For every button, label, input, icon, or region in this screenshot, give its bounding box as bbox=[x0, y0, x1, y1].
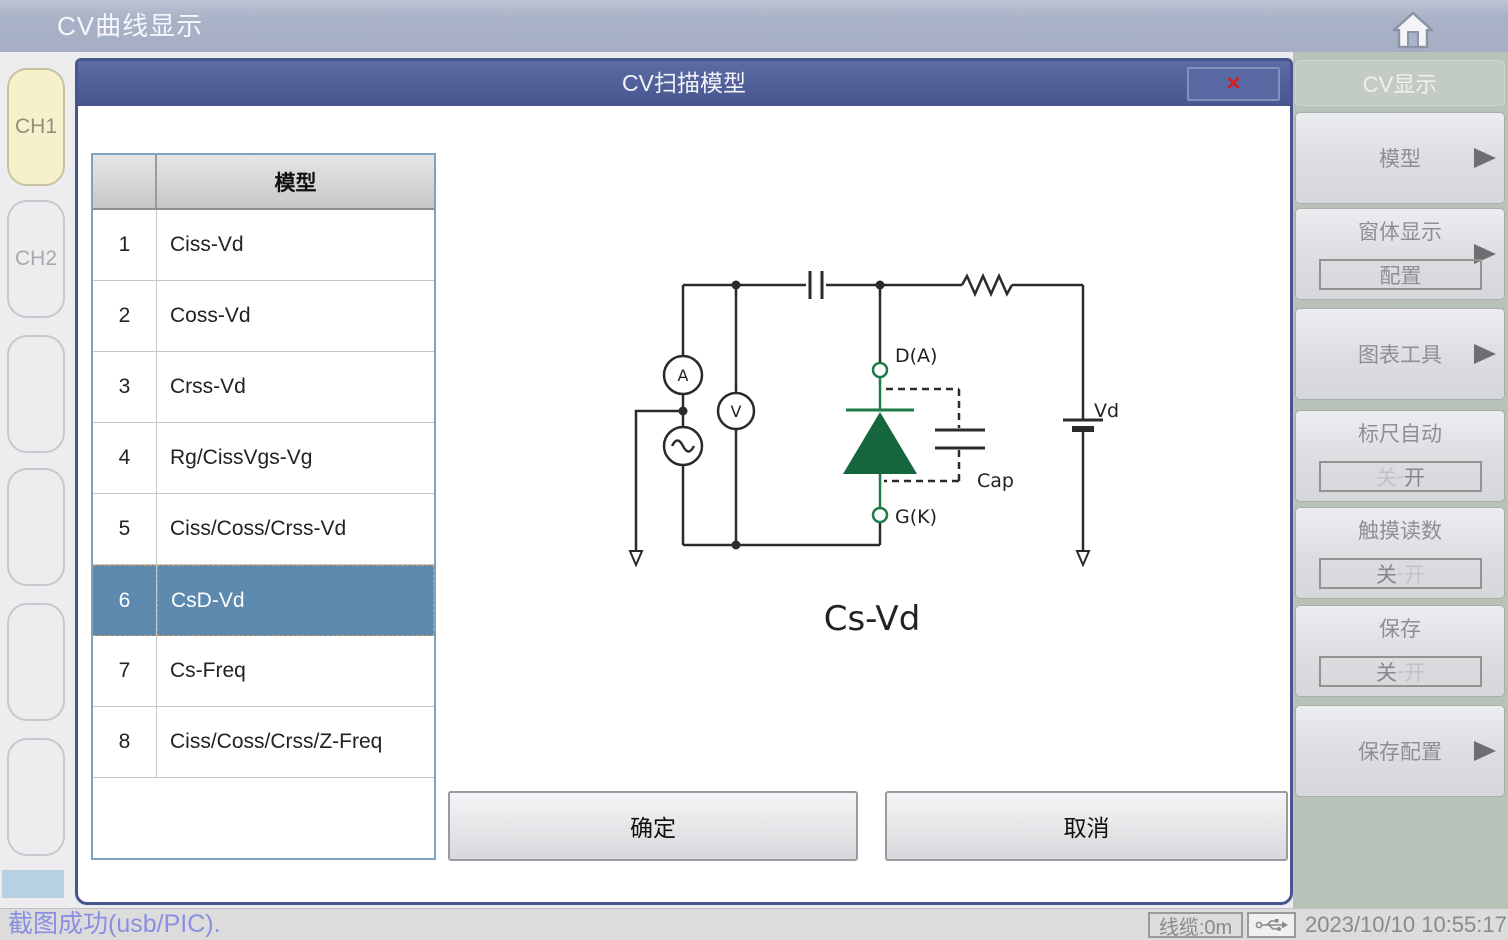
softkey-save-label: 保存 bbox=[1379, 618, 1421, 641]
status-message: 截图成功(usb/PIC). bbox=[8, 910, 221, 938]
submenu-arrow-icon bbox=[1474, 344, 1496, 364]
softkey-touch-readout-label: 触摸读数 bbox=[1358, 520, 1442, 543]
usb-icon bbox=[1255, 919, 1288, 931]
toggle-off-label: 关 bbox=[1376, 466, 1397, 490]
sidebar-bottom-bar bbox=[2, 870, 64, 898]
table-row-selected[interactable]: 6 CsD-Vd bbox=[93, 565, 434, 636]
resistor-symbol bbox=[960, 272, 1014, 298]
softkey-header: CV显示 bbox=[1295, 60, 1505, 106]
ground-arrow-icon bbox=[1075, 550, 1091, 568]
table-header-index bbox=[93, 155, 157, 208]
softkey-window-display[interactable]: 窗体显示 配置 bbox=[1295, 208, 1505, 300]
tab-empty-1[interactable] bbox=[7, 335, 65, 453]
submenu-arrow-icon bbox=[1474, 741, 1496, 761]
table-row[interactable]: 7 Cs-Freq bbox=[93, 636, 434, 707]
diode-symbol bbox=[843, 361, 917, 524]
page-title: CV曲线显示 bbox=[57, 11, 204, 41]
dialog-title: CV扫描模型 bbox=[622, 70, 746, 96]
home-icon[interactable] bbox=[1390, 10, 1436, 50]
close-icon: × bbox=[1226, 70, 1241, 97]
softkey-save-config[interactable]: 保存配置 bbox=[1295, 705, 1505, 797]
tab-ch1-label: CH1 bbox=[14, 115, 57, 138]
softkey-save-toggle[interactable]: 关-开 bbox=[1319, 656, 1482, 687]
tab-empty-2[interactable] bbox=[7, 468, 65, 586]
cap-label: Cap bbox=[977, 470, 1014, 492]
table-row[interactable]: 1 Ciss-Vd bbox=[93, 210, 434, 281]
softkey-save[interactable]: 保存 关-开 bbox=[1295, 605, 1505, 697]
softkey-chart-tools-label: 图表工具 bbox=[1358, 344, 1442, 367]
tab-empty-3[interactable] bbox=[7, 603, 65, 721]
table-row[interactable]: 2 Coss-Vd bbox=[93, 281, 434, 352]
dialog-titlebar: CV扫描模型 × bbox=[78, 61, 1290, 106]
status-bar: 截图成功(usb/PIC). 线缆:0m 2023/10/10 10:55:17 bbox=[0, 908, 1508, 940]
cable-length-indicator: 线缆:0m bbox=[1148, 912, 1243, 939]
softkey-model-label: 模型 bbox=[1379, 148, 1421, 171]
ok-button[interactable]: 确定 bbox=[448, 791, 858, 861]
softkey-save-config-label: 保存配置 bbox=[1358, 741, 1442, 764]
softkey-scale-auto-label: 标尺自动 bbox=[1358, 423, 1442, 446]
table-row[interactable]: 3 Crss-Vd bbox=[93, 352, 434, 423]
circuit-diagram: A V D(A) G(K) Cap Vd Cs-Vd bbox=[628, 271, 1119, 639]
model-caption: Cs-Vd bbox=[824, 599, 921, 639]
toggle-on-label: 开 bbox=[1404, 661, 1425, 685]
table-row[interactable]: 4 Rg/CissVgs-Vg bbox=[93, 423, 434, 494]
terminal-g-icon bbox=[871, 506, 889, 524]
tab-ch1[interactable]: CH1 bbox=[7, 68, 65, 186]
cancel-button[interactable]: 取消 bbox=[885, 791, 1288, 861]
softkey-chart-tools[interactable]: 图表工具 bbox=[1295, 308, 1505, 400]
softkey-window-display-config[interactable]: 配置 bbox=[1319, 259, 1482, 290]
ammeter-label: A bbox=[678, 366, 689, 385]
toggle-off-label: 关 bbox=[1376, 563, 1397, 587]
softkey-model[interactable]: 模型 bbox=[1295, 112, 1505, 204]
softkey-sidebar: CV显示 模型 窗体显示 配置 图表工具 标尺自动 关-开 触摸读数 关-开 bbox=[1293, 52, 1508, 908]
terminal-d-label: D(A) bbox=[895, 345, 937, 367]
softkey-touch-readout-toggle[interactable]: 关-开 bbox=[1319, 558, 1482, 589]
dialog-close-button[interactable]: × bbox=[1187, 67, 1280, 101]
usb-indicator bbox=[1247, 912, 1296, 938]
table-row[interactable]: 5 Ciss/Coss/Crss-Vd bbox=[93, 494, 434, 565]
tab-empty-4[interactable] bbox=[7, 738, 65, 856]
table-row[interactable]: 8 Ciss/Coss/Crss/Z-Freq bbox=[93, 707, 434, 778]
tab-ch2[interactable]: CH2 bbox=[7, 200, 65, 318]
submenu-arrow-icon bbox=[1474, 148, 1496, 168]
model-table: 模型 1 Ciss-Vd 2 Coss-Vd 3 Crss-Vd 4 Rg/Ci… bbox=[91, 153, 436, 860]
softkey-window-display-label: 窗体显示 bbox=[1358, 221, 1442, 244]
table-header-row: 模型 bbox=[93, 155, 434, 210]
softkey-scale-auto[interactable]: 标尺自动 关-开 bbox=[1295, 410, 1505, 502]
toggle-off-label: 关 bbox=[1376, 661, 1397, 685]
table-header-model: 模型 bbox=[157, 155, 434, 208]
toggle-on-label: 开 bbox=[1404, 563, 1425, 587]
voltmeter-label: V bbox=[731, 402, 742, 421]
tab-ch2-label: CH2 bbox=[14, 247, 57, 270]
softkey-touch-readout[interactable]: 触摸读数 关-开 bbox=[1295, 507, 1505, 599]
vd-label: Vd bbox=[1094, 400, 1119, 422]
softkey-scale-auto-toggle[interactable]: 关-开 bbox=[1319, 461, 1482, 492]
terminal-g-label: G(K) bbox=[895, 506, 937, 528]
toggle-on-label: 开 bbox=[1404, 466, 1425, 490]
ground-arrow-icon bbox=[628, 550, 644, 568]
datetime-display: 2023/10/10 10:55:17 bbox=[1305, 912, 1507, 937]
channel-sidebar: CH1 CH2 bbox=[0, 52, 75, 908]
top-bar: CV曲线显示 bbox=[0, 0, 1508, 52]
terminal-d-icon bbox=[871, 361, 889, 379]
